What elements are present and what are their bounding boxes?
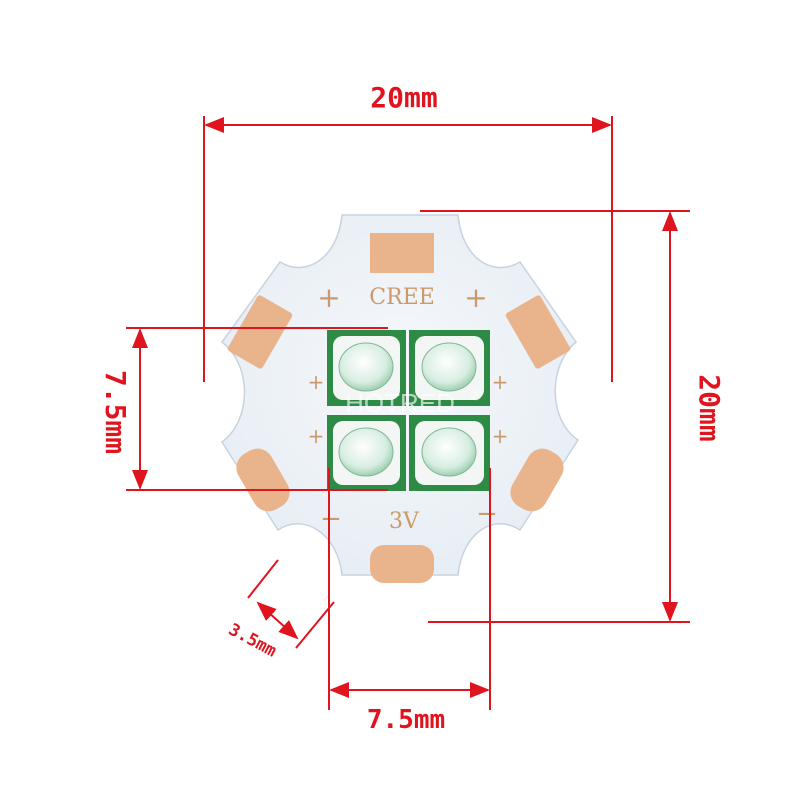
polarity-marks: + + + + + + − − [308,281,509,534]
registered-mark: ® [470,387,482,404]
led-spacing-label: 3.5mm [225,620,280,662]
plus-mark: + [308,370,325,394]
lower-right-pad [510,448,564,512]
upper-right-pad [505,295,571,369]
top-pad [370,233,434,273]
led-array-width-label: 7.5mm [367,705,445,735]
board-width-label: 20mm [370,81,437,114]
copper-pads [227,233,571,583]
plus-mark: + [317,281,340,314]
upper-left-pad [227,295,293,369]
led-top-left [327,330,406,406]
lower-left-pad [236,448,290,512]
dimension-lines [126,116,690,710]
led-top-right [409,330,490,406]
board-height-label: 20mm [693,374,726,441]
voltage-label: 3V [389,509,420,534]
brand-label: CREE [369,285,435,310]
minus-mark: − [476,499,498,529]
led-array [327,330,490,491]
led-bottom-right [409,415,490,491]
watermark: HOTRED [345,388,455,418]
led-bottom-left [327,415,406,491]
plus-mark: + [492,424,509,448]
minus-mark: − [320,504,342,534]
plus-mark: + [492,370,509,394]
bottom-pad [370,545,434,583]
plus-mark: + [464,281,487,314]
plus-mark: + [308,424,325,448]
led-array-height-label: 7.5mm [99,370,132,454]
